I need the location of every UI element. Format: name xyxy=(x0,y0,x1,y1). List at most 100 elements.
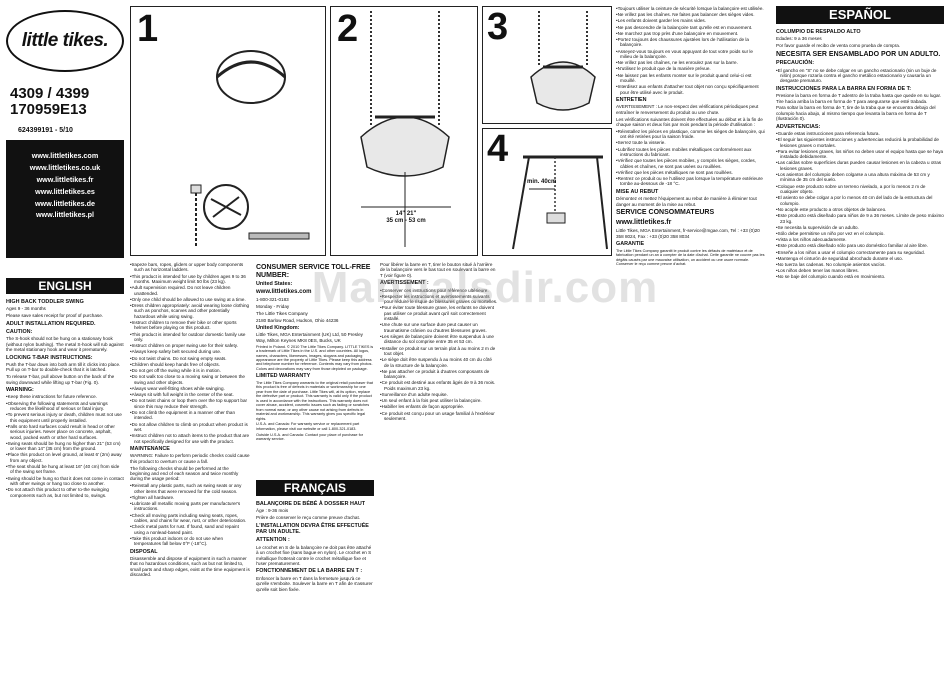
website-link[interactable]: www.littletikes.pl xyxy=(35,210,95,220)
francais-maintenance-warning: AVERTISSEMENT : Le non-respect des vérif… xyxy=(616,104,759,115)
list-item: N'utilisez le produit que de la manière … xyxy=(616,66,766,71)
step-3-number: 3 xyxy=(487,6,509,48)
francais-ages: Âge : 9-36 mois xyxy=(256,508,289,514)
francais-maintenance-list: Réinstallez les pièces en plastique, com… xyxy=(616,129,766,187)
list-item: Vérifiez que toutes les pièces mobiles, … xyxy=(616,158,766,169)
list-item: Este producto está diseñado sólo para us… xyxy=(776,243,944,248)
francais-maintenance-text: Les vérifications suivantes doivent être… xyxy=(616,116,763,128)
list-item: Asseyez-vous toujours en vous appuyant d… xyxy=(616,49,766,60)
english-maintenance-warning: WARNING: Failure to perform periodic che… xyxy=(130,453,250,464)
website-link[interactable]: www.littletikes.com xyxy=(31,151,99,160)
list-item: Habiller les enfants de façon appropriée… xyxy=(380,404,498,409)
list-item: El seguir las siguientes instrucciones y… xyxy=(776,137,944,148)
list-item: Place this product on level ground, at l… xyxy=(6,452,124,463)
list-item: Children should keep hands free of objec… xyxy=(130,362,250,367)
list-item: Ce produit est conçu pour un usage famil… xyxy=(380,411,498,422)
list-item: Pour éviter toute blessure grave, les en… xyxy=(380,305,498,321)
francais-maintenance-heading: ENTRETIEN xyxy=(616,97,647,104)
list-item: Adult supervision required. Do not leave… xyxy=(130,285,250,296)
francais-warranty-text: The Little Tikes Company garantit le pro… xyxy=(616,248,765,266)
francais-attention-text: Le crochet en S de la balançoire ne doit… xyxy=(256,544,372,566)
list-item: Guarde estas instrucciones para referenc… xyxy=(776,131,944,136)
list-item: Los niños deben tener las manos libres. xyxy=(776,268,944,273)
francais-column: BALANÇOIRE DE BÉBÉ À DOSSIER HAUT Âge : … xyxy=(256,499,374,671)
francais-tbar-release: Pour libérer la barre en T, tirer le bou… xyxy=(380,262,496,278)
model-line-1: 4309 / 4399 xyxy=(10,85,90,102)
consumer-uk-heading: United Kingdom: xyxy=(256,325,300,332)
step-2-number: 2 xyxy=(337,8,359,50)
list-item: No acople este producto a otros objetos … xyxy=(776,207,944,212)
francais-consumer-url[interactable]: www.littletikes.fr xyxy=(616,218,672,226)
step-1-illustration xyxy=(190,50,310,247)
warranty-outside-text: Outside U.S.A. and Canada: Contact your … xyxy=(256,432,364,442)
list-item: Los asientos del columpio deben colgarse… xyxy=(776,172,944,183)
list-item: Un seul enfant à la fois peut utiliser l… xyxy=(380,398,498,403)
website-link[interactable]: www.littletikes.co.uk xyxy=(29,162,101,172)
list-item: Coloque este producto sobre un terreno n… xyxy=(776,184,944,195)
english-disposal-heading: DISPOSAL xyxy=(130,548,158,555)
espanol-receipt: Por favor guarde el recibo de venta como… xyxy=(776,43,901,49)
list-item: Instruct children not to attach items to… xyxy=(130,433,250,444)
website-link[interactable]: www.littletikes.es xyxy=(35,186,95,196)
english-disposal-text: Disassemble and dispose of equipment in … xyxy=(130,555,250,578)
list-item: Tighten all hardware. xyxy=(130,495,250,500)
list-item: Enseñe a los niños a usar el columpio co… xyxy=(776,250,944,255)
list-item: Respecter les instructions et avertissem… xyxy=(380,294,498,305)
website-link[interactable]: www.littletikes.fr xyxy=(36,174,94,184)
english-maintenance-text: The following checks should be performed… xyxy=(130,465,239,482)
list-item: Surveillance d'un adulte requise. xyxy=(380,392,498,397)
english-receipt: Please save sales receipt for proof of p… xyxy=(6,313,104,319)
consumer-phone: 1-800-321-0183 xyxy=(256,297,289,303)
english-tbar-heading: LOCKING T-BAR INSTRUCTIONS: xyxy=(6,354,93,361)
list-item: Las caídas sobre superficies duras puede… xyxy=(776,160,944,171)
website-link[interactable]: www.littletikes.de xyxy=(34,198,96,208)
list-item: Do not get off the swing while it is in … xyxy=(130,368,250,373)
francais-adult-notice: L'INSTALLATION DEVRA ÊTRE EFFECTUÉE PAR … xyxy=(256,522,369,535)
step-3-illustration xyxy=(530,11,596,111)
francais-tbar-text: Enfoncer la barre en T dans la fermeture… xyxy=(256,575,373,592)
list-item: Swing seats should be hung no higher tha… xyxy=(6,441,124,452)
step-1-panel: 1 xyxy=(130,6,326,256)
step-2-illustration xyxy=(360,11,451,247)
brand-logo: little tikes. xyxy=(6,10,124,72)
francais-column-2: Pour libérer la barre en T, tirer le bou… xyxy=(380,262,498,672)
english-maintenance-list: Reinstall any plastic parts, such as swi… xyxy=(130,483,250,546)
limited-warranty-text: The Little Tikes Company warrants to the… xyxy=(256,380,373,421)
list-item: Check all moving parts including swing s… xyxy=(130,513,250,524)
list-item: Lubricate all metallic moving parts per … xyxy=(130,501,250,512)
part-number: 624399191 - 5/10 xyxy=(18,127,73,134)
list-item: Ne pas attacher ce produit à d'autres co… xyxy=(380,369,498,380)
list-item: Ne pas descendre de la balançoire tant q… xyxy=(616,25,766,30)
francais-warning-heading: AVERTISSEMENT : xyxy=(380,280,429,287)
step-1-number: 1 xyxy=(137,8,159,50)
list-item: Observing the following statements and w… xyxy=(6,401,124,412)
list-item: Do not attach this product to other to-t… xyxy=(6,487,124,498)
consumer-uk-address: Little Tikes, MGA Entertainment (UK) Ltd… xyxy=(256,332,363,343)
espanol-ages: Edades: 9 a 36 meses xyxy=(776,36,822,42)
english-column: HIGH BACK TODDLER SWING Ages 9 - 36 mont… xyxy=(6,297,124,671)
list-item: Do not twist chains. Do not swing empty … xyxy=(130,356,250,361)
list-item: Conserver ces instructions pour référenc… xyxy=(380,288,498,293)
step-4-illustration xyxy=(512,155,608,250)
list-item: Rentrez ce produit ou ne l'utilisez pas … xyxy=(616,176,766,187)
list-item: Mantenga el cinturón de seguridad abroch… xyxy=(776,256,944,261)
consumer-url[interactable]: www.littletikes.com xyxy=(256,288,312,295)
list-item: Ne vrillez pas les chaînes. Ne faites pa… xyxy=(616,12,766,17)
english-adult-notice: ADULT INSTALLATION REQUIRED. xyxy=(6,320,96,327)
list-item: Falls onto hard surfaces could result in… xyxy=(6,424,124,440)
consumer-service-heading: CONSUMER SERVICE TOLL-FREE NUMBER: xyxy=(256,264,371,279)
francais-title: BALANÇOIRE DE BÉBÉ À DOSSIER HAUT xyxy=(256,501,366,507)
francais-column-3: Toujours utiliser la ceinture de sécurit… xyxy=(616,6,766,672)
espanol-title: COLUMPIO DE RESPALDO ALTO xyxy=(776,29,861,35)
list-item: No tuerza las cadenas. No columpie asien… xyxy=(776,262,944,267)
model-number: 4309 / 4399 170959E13 xyxy=(10,86,130,118)
list-item: Swing should be hung so that it does not… xyxy=(6,476,124,487)
english-tbar-release: To release T-bar, pull above button on t… xyxy=(6,374,115,385)
consumer-service-column: CONSUMER SERVICE TOLL-FREE NUMBER: Unite… xyxy=(256,262,374,477)
limited-warranty-heading: LIMITED WARRANTY xyxy=(256,373,311,380)
english-tbar-text: Push the T-bar down into both arm till i… xyxy=(6,361,121,373)
espanol-tbar-text: Presione la barra en forma de T adentro … xyxy=(776,93,942,104)
list-item: Este producto está diseñado para niños d… xyxy=(776,213,944,224)
english-safety-list: trapeze bars, ropes, gliders or upper bo… xyxy=(130,262,250,444)
list-item: Do not walk too close to a moving swing … xyxy=(130,374,250,385)
